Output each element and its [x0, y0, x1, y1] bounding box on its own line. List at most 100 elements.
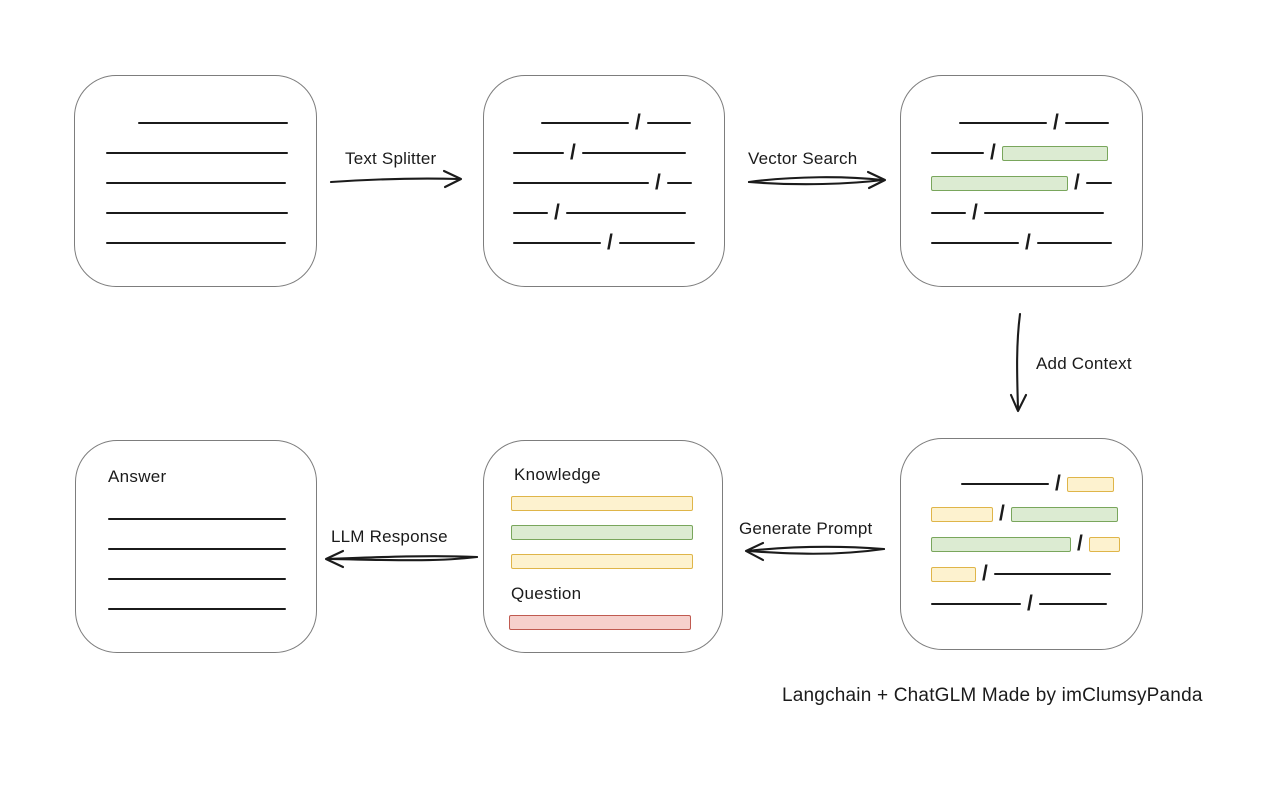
yellow-highlight-bar: [511, 496, 693, 511]
add-context-arrow: [1009, 312, 1028, 413]
text-line: [108, 547, 286, 551]
text-line: [106, 181, 286, 185]
yellow-chunk-bar: [931, 506, 993, 522]
yellow-chunk-bar: [931, 566, 976, 582]
text-line: [513, 151, 564, 155]
text-row: [108, 534, 286, 564]
green-chunk-bar: [1010, 506, 1118, 522]
source-document-box: [74, 75, 317, 287]
prompt-box: Knowledge Question: [483, 440, 723, 653]
text-row: [106, 198, 288, 228]
slash-separator: /: [982, 561, 988, 585]
text-line: [106, 211, 288, 215]
slash-separator: /: [990, 140, 996, 164]
text-line: [666, 181, 692, 185]
text-line: [961, 482, 1049, 486]
text-line: [513, 241, 601, 245]
text-splitter-arrow: [329, 169, 463, 189]
text-line: [106, 241, 286, 245]
slash-separator: /: [655, 170, 661, 194]
answer-text-lines: [108, 504, 286, 624]
text-line: [959, 121, 1047, 125]
indent-spacer: [513, 122, 541, 124]
vector-matched-box: / / / / /: [900, 75, 1143, 287]
text-row: /: [931, 198, 1112, 228]
text-line: [646, 121, 691, 125]
text-row: /: [931, 138, 1112, 168]
text-line: [565, 211, 686, 215]
text-line: [513, 181, 649, 185]
text-line: [138, 121, 288, 125]
text-line: [108, 577, 286, 581]
green-chunk-bar: [1001, 145, 1108, 161]
slash-separator: /: [1053, 110, 1059, 134]
text-row: [106, 138, 288, 168]
text-line: [108, 607, 286, 611]
matched-chunk-lines: / / / / /: [931, 108, 1112, 258]
slash-separator: /: [1027, 591, 1033, 615]
slash-separator: /: [1074, 170, 1080, 194]
document-text-lines: [106, 108, 288, 258]
slash-separator: /: [554, 200, 560, 224]
text-line: [1038, 602, 1107, 606]
text-row: [106, 228, 288, 258]
text-row: /: [513, 168, 695, 198]
context-chunks-box: / / / / /: [900, 438, 1143, 650]
text-row: /: [931, 108, 1112, 138]
answer-title: Answer: [108, 467, 167, 486]
slash-separator: /: [635, 110, 641, 134]
text-row: /: [931, 168, 1112, 198]
text-row: /: [513, 228, 695, 258]
text-row: /: [931, 529, 1120, 559]
text-row: /: [931, 589, 1120, 619]
text-row: [108, 564, 286, 594]
yellow-chunk-bar: [1066, 476, 1114, 492]
text-line: [106, 151, 288, 155]
text-row: [106, 108, 288, 138]
indent-spacer: [931, 122, 959, 124]
slash-separator: /: [1025, 230, 1031, 254]
generate-prompt-label: Generate Prompt: [739, 519, 873, 538]
text-line: [541, 121, 629, 125]
indent-spacer: [106, 122, 138, 124]
vector-search-arrow: [747, 170, 887, 190]
indent-spacer: [931, 483, 961, 485]
text-line: [993, 572, 1111, 576]
text-line: [513, 211, 548, 215]
split-chunks-box: /////: [483, 75, 725, 287]
text-line: [931, 151, 984, 155]
text-line: [983, 211, 1104, 215]
slash-separator: /: [972, 200, 978, 224]
red-highlight-bar: [509, 615, 691, 630]
green-highlight-bar: [511, 525, 693, 540]
generate-prompt-arrow: [744, 541, 886, 562]
text-row: /: [513, 198, 695, 228]
text-line: [618, 241, 695, 245]
text-row: [106, 168, 288, 198]
text-row: /: [513, 108, 695, 138]
context-chunk-lines: / / / / /: [931, 469, 1120, 619]
question-title: Question: [511, 584, 582, 603]
text-line: [931, 241, 1019, 245]
text-row: /: [513, 138, 695, 168]
text-row: /: [931, 228, 1112, 258]
yellow-highlight-bar: [511, 554, 693, 569]
text-line: [1064, 121, 1109, 125]
green-chunk-bar: [931, 175, 1068, 191]
diagram-caption: Langchain + ChatGLM Made by imClumsyPand…: [782, 685, 1203, 706]
slash-separator: /: [1077, 531, 1083, 555]
text-line: [108, 517, 286, 521]
question-bar: [509, 615, 691, 630]
llm-response-label: LLM Response: [331, 527, 448, 546]
text-line: [1085, 181, 1112, 185]
text-row: /: [931, 469, 1120, 499]
text-line: [931, 602, 1021, 606]
text-row: /: [931, 559, 1120, 589]
slash-separator: /: [607, 230, 613, 254]
text-line: [581, 151, 686, 155]
slash-separator: /: [1055, 471, 1061, 495]
slash-separator: /: [999, 501, 1005, 525]
knowledge-bars: [511, 496, 693, 569]
vector-search-label: Vector Search: [748, 149, 858, 168]
